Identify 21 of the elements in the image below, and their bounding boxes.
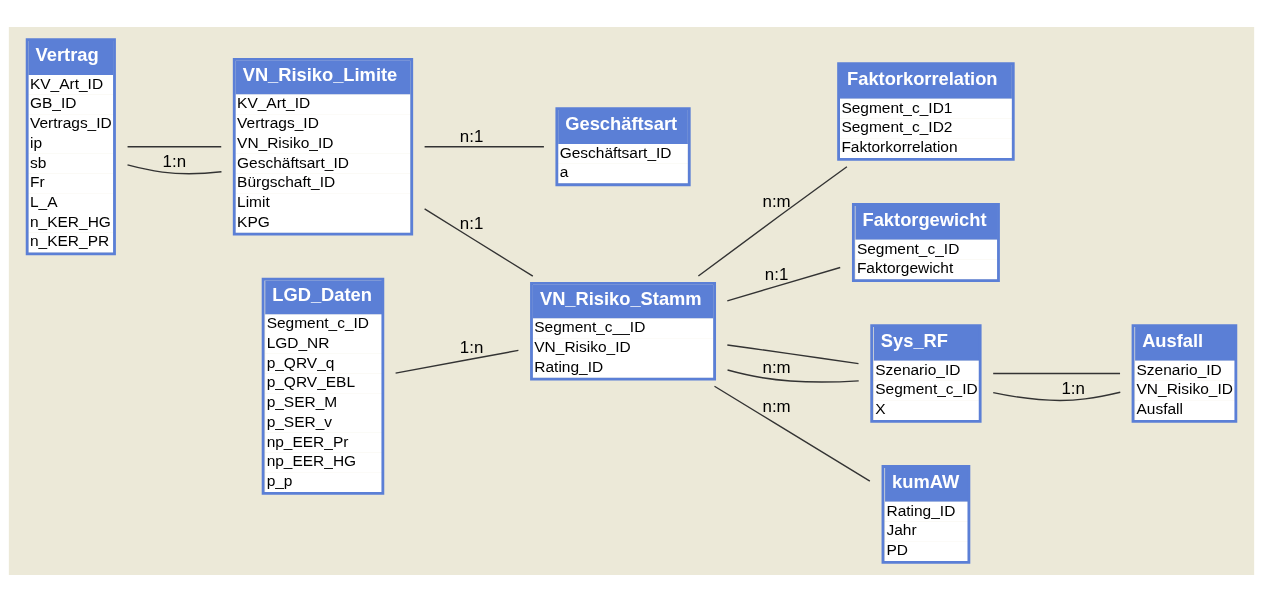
edge-label: n:m (762, 357, 791, 377)
connector (697, 166, 848, 277)
connector (423, 208, 534, 277)
edge-label: 1:n (1061, 379, 1085, 399)
edge-label: 1:n (162, 152, 187, 172)
connector (126, 164, 223, 175)
connector (992, 372, 1121, 375)
edge-label: n:m (762, 397, 791, 417)
edge-label: n:1 (459, 214, 484, 234)
connector (423, 146, 545, 148)
connector (726, 266, 841, 302)
connector (992, 391, 1121, 402)
edge-label: n:m (762, 191, 791, 211)
connector (126, 146, 222, 148)
edge-label: 1:n (459, 338, 484, 358)
connector (726, 344, 860, 365)
connector (726, 369, 860, 383)
connector (394, 349, 520, 374)
connector (713, 385, 871, 482)
edge-label: n:1 (764, 265, 789, 285)
edge-label: n:1 (459, 126, 484, 146)
